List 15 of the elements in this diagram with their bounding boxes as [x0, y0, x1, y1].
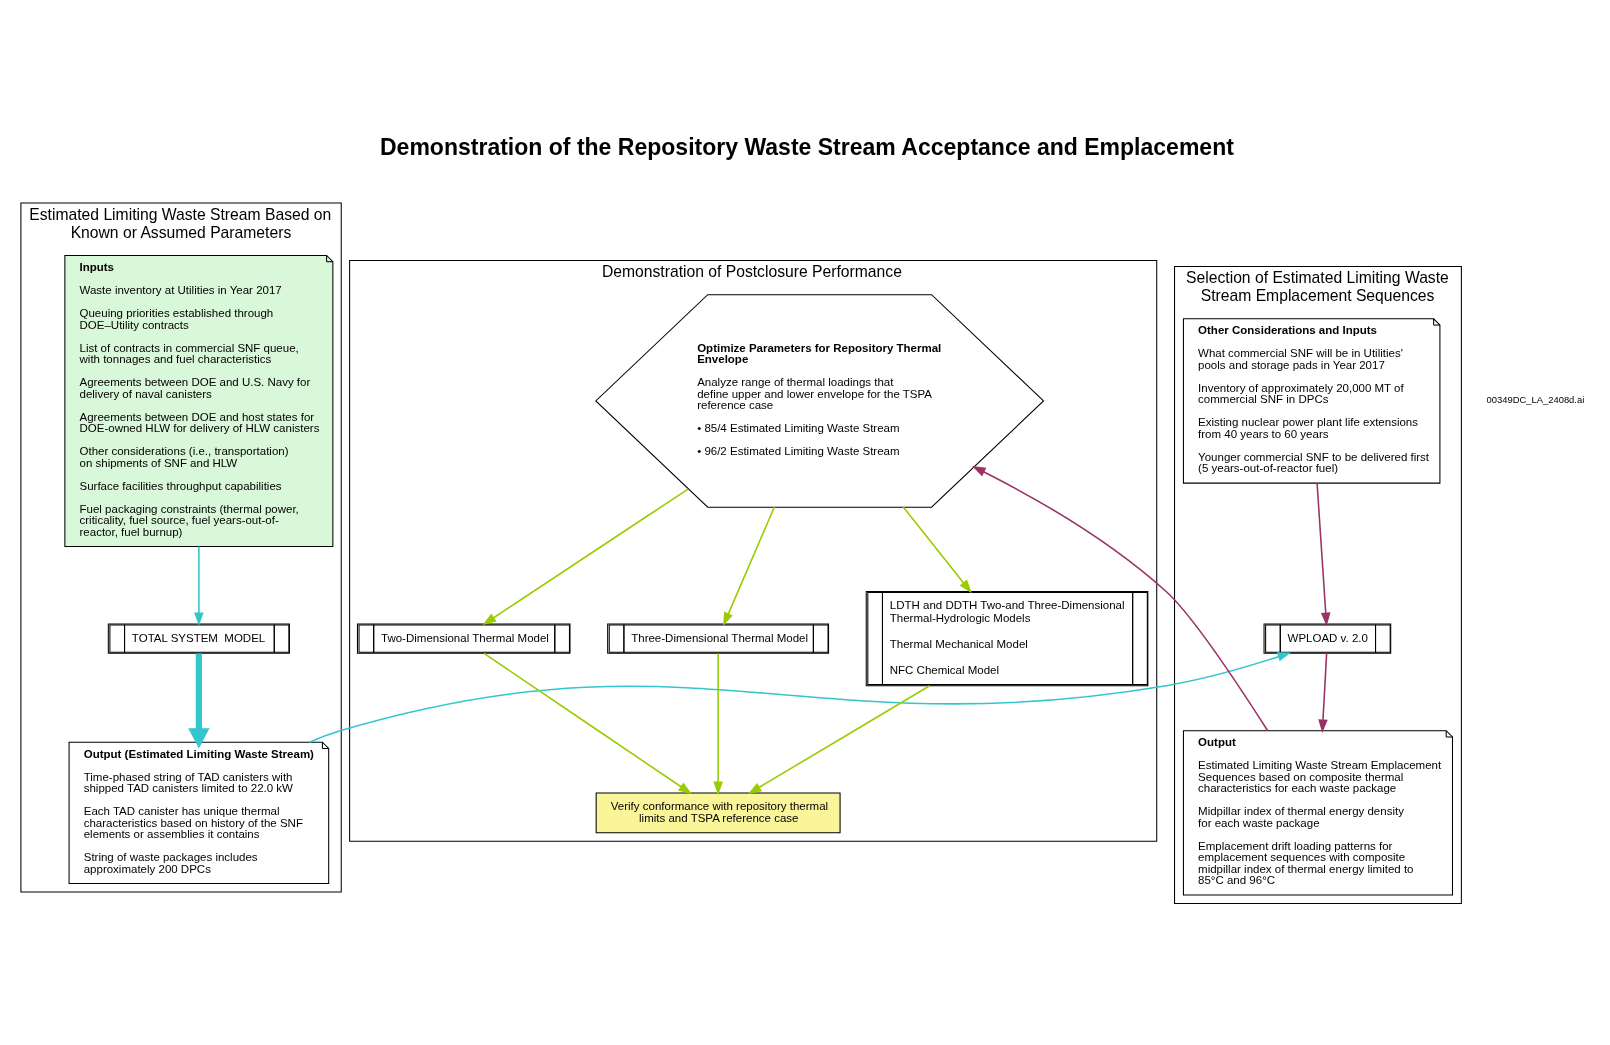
- arrow: [972, 466, 1269, 732]
- arrow: [747, 685, 931, 795]
- diagram-title: Demonstration of the Repository Waste Stream Acceptance and Emplacement: [379, 133, 1234, 160]
- arrow: [1318, 652, 1328, 734]
- arrow: [1316, 482, 1331, 627]
- arrow: [713, 652, 723, 796]
- arrow: [723, 506, 776, 626]
- arrow: [188, 653, 210, 749]
- arrow: [194, 545, 204, 627]
- label: 00349DC_LA_2408d.ai: [1486, 394, 1585, 406]
- arrow: [483, 652, 692, 795]
- arrow: [308, 652, 1292, 743]
- arrow: [482, 488, 689, 626]
- node-box: Verify conformance with repository thermal limits and TSPA reference case: [595, 792, 841, 834]
- arrow: [902, 506, 972, 594]
